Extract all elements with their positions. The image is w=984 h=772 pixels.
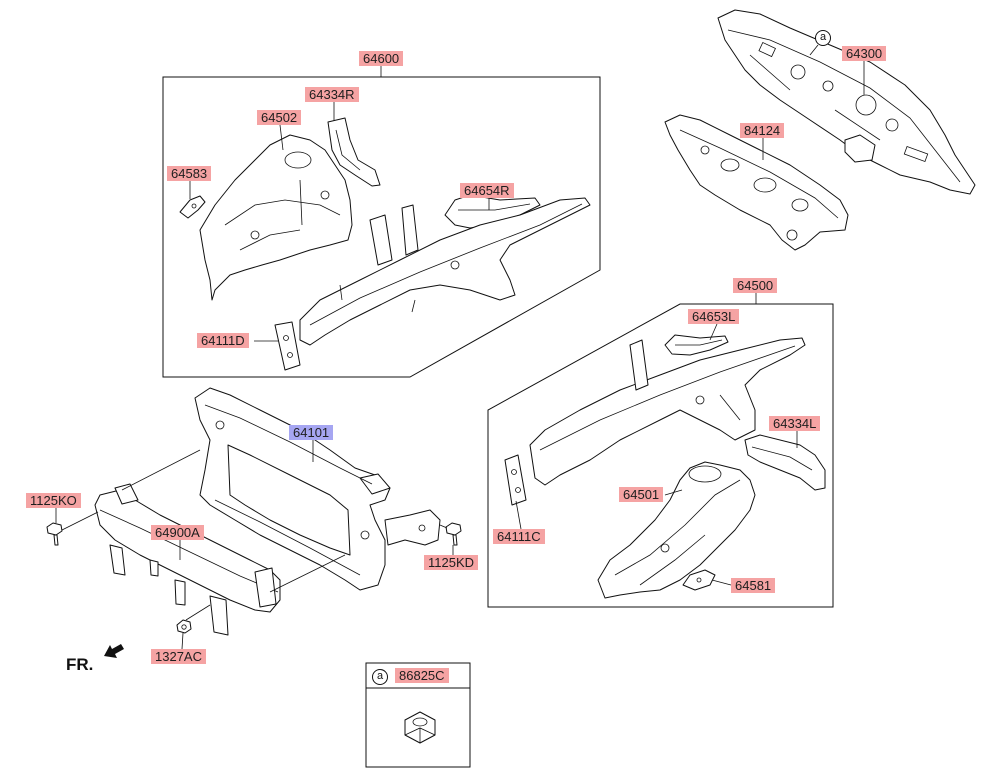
part-label-86825C[interactable]: 86825C	[395, 668, 449, 683]
bumper-beam-64900A	[94, 483, 281, 636]
part-label-64300[interactable]: 64300	[842, 46, 887, 61]
assembly-frame-64500	[487, 303, 834, 608]
member-64653L	[664, 334, 729, 356]
part-label-64581[interactable]: 64581	[731, 578, 776, 593]
part-label-64653L[interactable]: 64653L	[688, 309, 740, 324]
bracket-64334R	[327, 117, 381, 187]
plate-64111C	[504, 454, 527, 506]
leader-line-64653L	[709, 323, 718, 341]
detail-frame-86825C	[365, 662, 471, 768]
part-label-64334R[interactable]: 64334R	[305, 87, 359, 102]
leader-line-64501	[664, 489, 683, 496]
part-label-1125KD[interactable]: 1125KD	[424, 555, 479, 570]
leader-line-64111C	[515, 500, 522, 530]
nut-1327AC	[176, 619, 192, 634]
wheelhouse-64501	[597, 461, 756, 599]
part-label-64600[interactable]: 64600	[359, 51, 404, 66]
part-label-64111C[interactable]: 64111C	[493, 529, 545, 544]
bolt-1125KO	[46, 522, 63, 546]
callout-a-detail: a	[372, 669, 388, 685]
plate-64111D	[274, 321, 301, 371]
clip-86825C	[404, 711, 436, 744]
wheelhouse-64502	[199, 134, 353, 301]
part-label-84124[interactable]: 84124	[740, 123, 785, 138]
part-label-1125KO[interactable]: 1125KO	[26, 493, 81, 508]
part-label-64101[interactable]: 64101	[289, 425, 334, 440]
leader-line-64581	[711, 579, 732, 586]
part-label-64900A[interactable]: 64900A	[151, 525, 204, 540]
bolt-1125KD	[445, 522, 462, 546]
part-label-1327AC[interactable]: 1327AC	[151, 649, 206, 664]
leader-lines	[55, 61, 865, 650]
part-label-64502[interactable]: 64502	[257, 110, 302, 125]
side-member-lh	[529, 337, 806, 486]
assembly-lines	[61, 44, 819, 621]
dash-panel-64300	[717, 9, 976, 195]
side-member-rh	[299, 197, 591, 346]
bracket-64334L	[744, 434, 826, 491]
bracket-64581	[682, 569, 716, 591]
part-label-64654R[interactable]: 64654R	[460, 183, 514, 198]
bracket-64583	[179, 195, 206, 219]
part-label-64334L[interactable]: 64334L	[769, 416, 821, 431]
part-label-64501[interactable]: 64501	[619, 487, 664, 502]
part-label-64111D[interactable]: 64111D	[197, 333, 249, 348]
leader-line-1327AC	[181, 632, 184, 650]
front-arrow-icon	[104, 644, 124, 658]
callout-a-top: a	[815, 30, 831, 46]
part-label-64500[interactable]: 64500	[733, 278, 778, 293]
part-label-64583[interactable]: 64583	[167, 166, 212, 181]
assembly-frame-64600	[162, 76, 601, 378]
insulator-84124	[664, 114, 849, 251]
leader-line-64502	[279, 124, 284, 151]
front-end-carrier-64101	[194, 387, 441, 591]
front-indicator: FR.	[66, 655, 94, 674]
